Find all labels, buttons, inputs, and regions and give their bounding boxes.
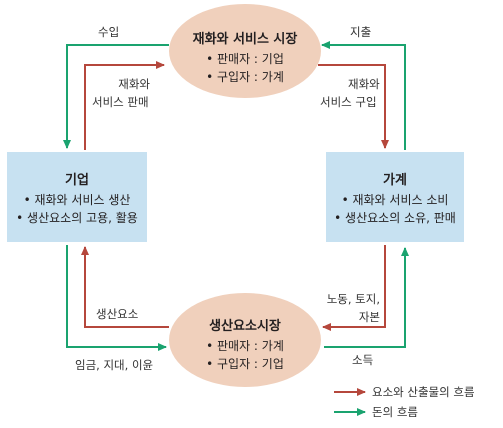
firm-box <box>7 152 147 242</box>
goods-purchase-arrow <box>318 64 389 149</box>
goods-market-buyer: • 구입자 : 가계 <box>206 69 284 84</box>
goods-sale-label: 재화와 <box>90 76 150 94</box>
factor-payments-arrow <box>66 245 167 351</box>
goods-market-text: 재화와 서비스 시장 • 판매자 : 기업 • 구입자 : 가계 <box>169 30 321 86</box>
goods-purchase-label-1: 재화와 <box>348 77 380 91</box>
goods-market-title: 재화와 서비스 시장 <box>192 32 298 47</box>
labor-label-line1: 노동, 토지, <box>326 292 380 306</box>
firm-text: 기업 • 재화와 서비스 생산 • 생산요소의 고용, 활용 <box>7 171 147 227</box>
factor-market-ellipse <box>169 293 321 387</box>
revenue-arrow <box>63 44 169 149</box>
goods-market-ellipse <box>169 4 321 98</box>
income-label: 소득 <box>352 353 374 367</box>
factor-market-title: 생산요소시장 <box>209 319 281 334</box>
factor-market-text: 생산요소시장 • 판매자 : 가계 • 구입자 : 기업 <box>169 317 321 373</box>
legend-money-label: 돈의 흐름 <box>372 405 418 419</box>
goods-sale-arrow <box>84 61 165 150</box>
expenditure-label: 지출 <box>350 25 372 39</box>
legend-goods-label: 요소와 산출물의 흐름 <box>372 385 475 399</box>
expenditure-arrow <box>321 41 406 150</box>
household-text: 가계 • 재화와 서비스 소비 • 생산요소의 소유, 판매 <box>326 171 464 227</box>
goods-market-seller: • 판매자 : 기업 <box>206 51 284 66</box>
labor-label-line2: 자본 <box>358 309 380 324</box>
household-box <box>326 152 464 242</box>
goods-sale-label-line1: 재화와 <box>118 77 150 91</box>
labor-label: 노동, 토지, 자본 <box>316 291 380 327</box>
income-arrow <box>324 247 409 348</box>
household-role-ownership: • 생산요소의 소유, 판매 <box>334 210 456 225</box>
household-role-consumption: • 재화와 서비스 소비 <box>341 192 449 207</box>
goods-sale-label-2: 서비스 판매 <box>92 95 149 109</box>
factor-market-seller: • 판매자 : 가계 <box>206 338 284 353</box>
firm-role-employment: • 생산요소의 고용, 활용 <box>16 210 138 225</box>
firm-role-production: • 재화와 서비스 생산 <box>23 192 131 207</box>
factor-payments-label: 임금, 지대, 이윤 <box>75 358 154 372</box>
factors-label: 생산요소 <box>96 307 139 321</box>
labor-arrow <box>322 245 386 331</box>
factor-market-buyer: • 구입자 : 기업 <box>206 356 284 371</box>
revenue-label: 수입 <box>98 25 120 39</box>
household-title: 가계 <box>383 173 407 188</box>
factors-arrow <box>81 246 169 328</box>
goods-purchase-label-2: 서비스 구입 <box>320 95 377 109</box>
firm-title: 기업 <box>65 173 89 188</box>
